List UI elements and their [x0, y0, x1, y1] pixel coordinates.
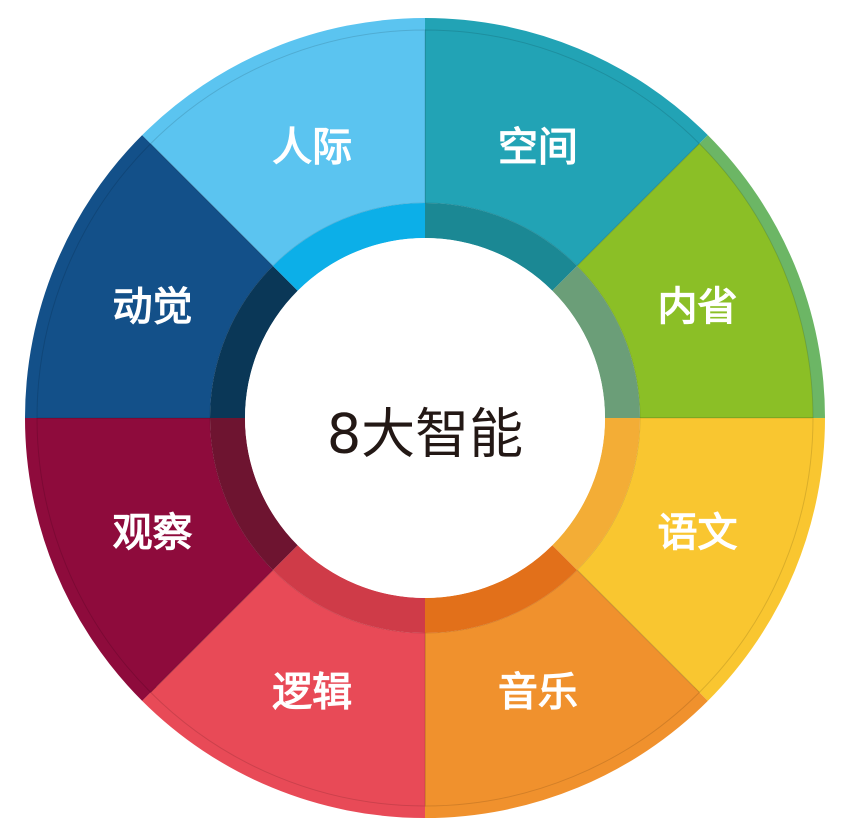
- segment-inner-band: [272, 203, 425, 291]
- segment-label: 内省: [658, 284, 738, 330]
- segment-inner-band: [425, 545, 578, 633]
- segment-label: 动觉: [112, 284, 192, 330]
- segment-inner-band: [552, 265, 640, 418]
- segment-label: 人际: [272, 124, 352, 170]
- center-circle: [245, 238, 605, 598]
- center-title: 8大智能: [327, 403, 523, 466]
- segment-inner-band: [552, 418, 640, 571]
- segment-label: 逻辑: [272, 670, 352, 716]
- segment-label: 音乐: [498, 670, 578, 716]
- segment-inner-band: [210, 265, 298, 418]
- segment-label: 语文: [658, 510, 738, 556]
- segment-inner-band: [272, 545, 425, 633]
- segment-inner-band: [425, 203, 578, 291]
- segment-label: 观察: [112, 510, 192, 556]
- segment-label: 空间: [498, 124, 578, 170]
- segment-inner-band: [210, 418, 298, 571]
